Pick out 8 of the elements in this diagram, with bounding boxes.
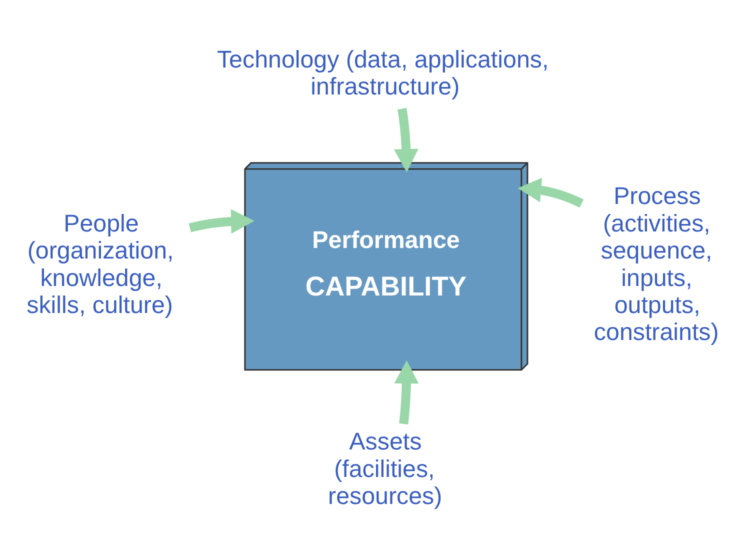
arrow xyxy=(518,177,584,208)
node-text: Technology (data, applications, infrastructure) xyxy=(216,46,549,100)
node-text: Assets (facilities, resources) xyxy=(328,428,442,510)
arrow xyxy=(394,360,419,424)
arrow xyxy=(394,107,418,172)
node-text: People (organization, knowledge, skills, culture) xyxy=(26,210,174,318)
node-text: Process (activities, sequence, inputs, outputs, constraints) xyxy=(594,182,719,346)
arrow xyxy=(188,208,254,234)
